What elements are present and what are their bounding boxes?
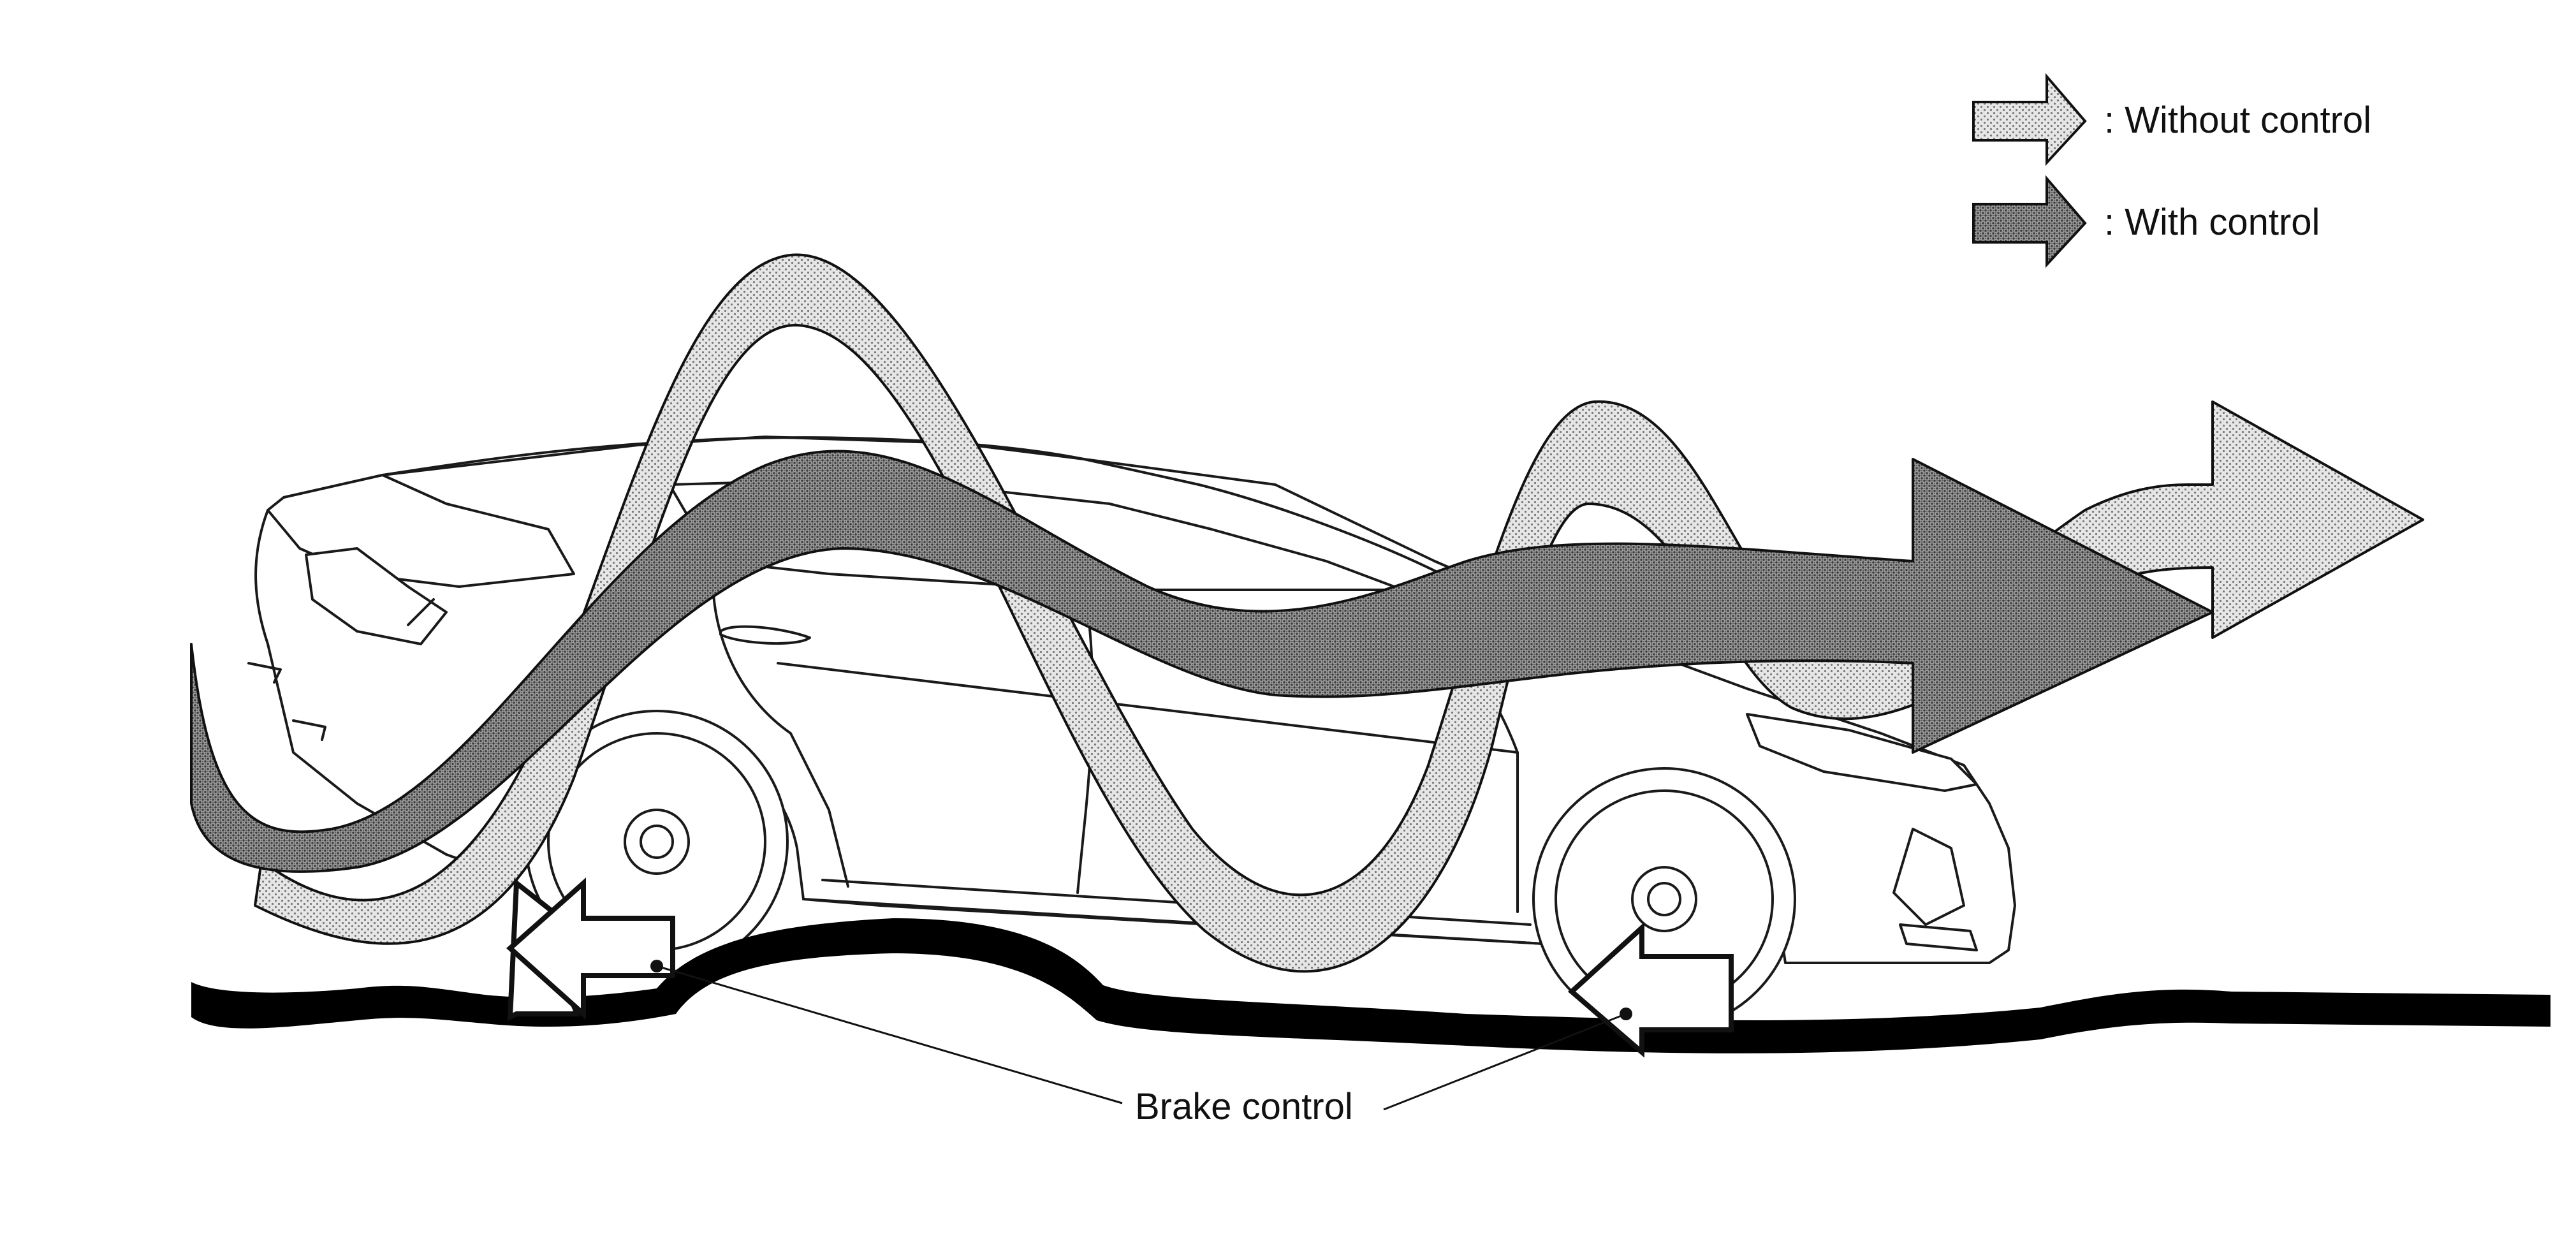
legend: : Without control : With control [1972, 73, 2371, 268]
brake-arrow-front-shape [1567, 921, 1734, 1058]
legend-with-control-label: : With control [2104, 202, 2320, 243]
brake-arrow-rear-shape [506, 877, 675, 1020]
car-roof [381, 436, 1442, 575]
brake-arrow-rear [506, 877, 675, 1022]
path-with-control [190, 450, 2214, 873]
brake-arrow-front [1567, 921, 1734, 1058]
car-door-handle [719, 625, 811, 645]
car-front-grille [1892, 828, 1978, 951]
car-rear-detail [247, 598, 435, 741]
car-headlight [1746, 713, 1978, 792]
legend-item-with-control: : With control [1972, 175, 2320, 268]
dark-stippled-arrow-icon [1972, 175, 2087, 268]
brake-control-callout: Brake control [650, 960, 1632, 1127]
road-surface [191, 918, 2550, 1053]
callout-dot-front [1620, 1008, 1632, 1020]
light-stippled-arrow-icon [1972, 73, 2087, 166]
legend-item-without-control: : Without control [1972, 73, 2371, 166]
callout-leader-rear [656, 965, 1123, 1104]
callout-leader-front [1383, 1013, 1627, 1111]
brake-control-label: Brake control [1135, 1086, 1353, 1127]
rear-wheel [525, 710, 789, 974]
legend-without-control-label: : Without control [2104, 99, 2371, 141]
callout-dot-rear [650, 960, 663, 972]
with-control-ribbon [190, 450, 2214, 873]
